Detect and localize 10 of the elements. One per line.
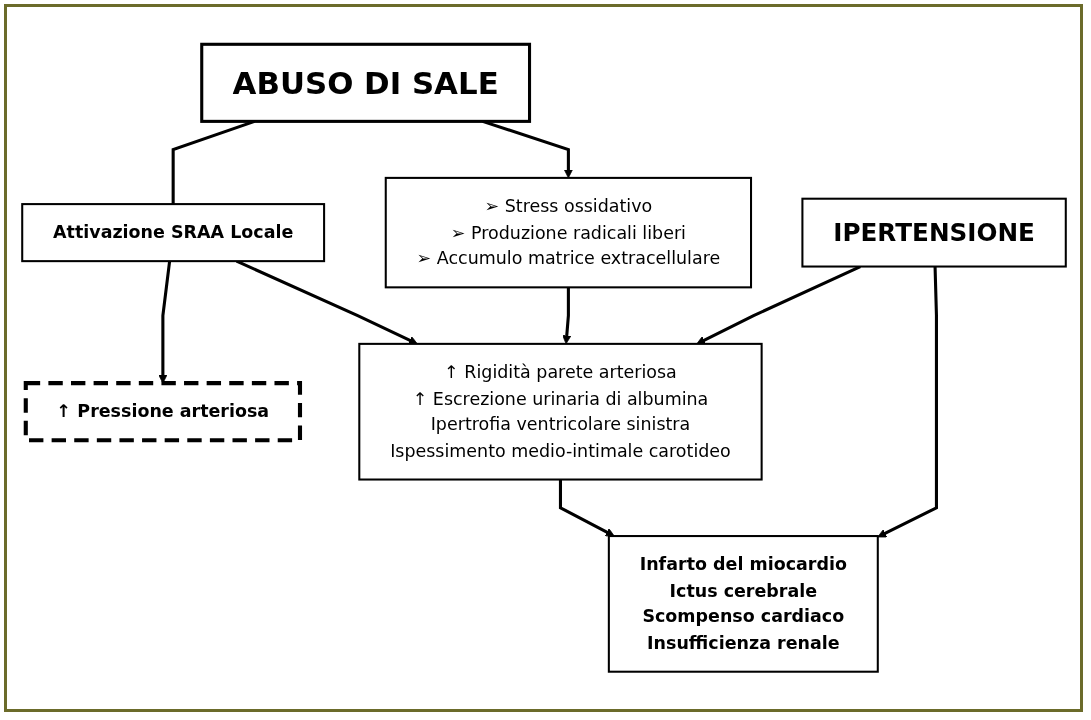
arrow	[558, 479, 615, 537]
node-box	[384, 176, 752, 289]
node-box	[357, 342, 763, 481]
node-box	[199, 42, 531, 123]
node-box	[20, 203, 325, 263]
arrow	[876, 266, 938, 538]
frame-border: ABUSO DI SALE Attivazione SRAA Locale ➢ Stress ossidativo ➢ Produzione radicali liberi ➢ Accumulo matrice extracellulare ↑ Pressione arteriosa IPERTENSIONE ↑ Rigidità parete arteriosa ↑ Escrezione urinaria di albumina Ipertrofia ventricolare sinistra Ispessimento medio-intimale carotideo Infarto del miocardio Ictus cerebrale Scompenso cardiaco Insufficienza renale	[4, 4, 1083, 712]
node-box	[607, 535, 879, 673]
node-box	[23, 381, 302, 443]
node-box	[800, 197, 1067, 268]
